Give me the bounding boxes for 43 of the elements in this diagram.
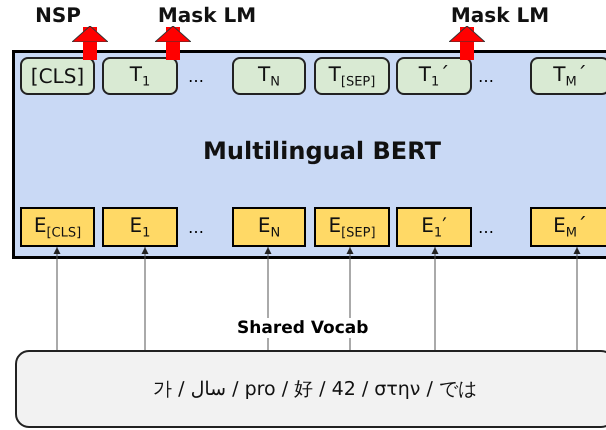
node-label: T$_{M}$´ (553, 62, 587, 90)
node-label: 가 / سال / pro / 好 / 42 / στην / では (153, 377, 477, 402)
token-box (530, 57, 606, 95)
bert-model-box (12, 50, 606, 259)
node-label: E$_{1}$′ (421, 213, 447, 241)
node-label: E$_{[SEP]}$ (328, 213, 376, 241)
output-label: Mask LM (158, 3, 256, 27)
node-label: [CLS] (30, 64, 84, 88)
embedding-box (530, 207, 606, 247)
arrow (432, 246, 438, 350)
node-label: E$_{[CLS]}$ (34, 213, 82, 241)
token-box (232, 57, 306, 95)
embedding-box (20, 207, 95, 247)
output-label: NSP (35, 3, 81, 27)
output-arrow (448, 26, 486, 60)
node-label: E$_{M}$´ (553, 213, 587, 241)
ellipsis: … (187, 67, 205, 86)
ellipsis: … (477, 218, 495, 237)
node-label: T$_{N}$ (258, 62, 280, 90)
arrow (142, 246, 148, 350)
node-label: T$_{[SEP]}$ (328, 62, 376, 90)
node-label: E$_{1}$ (130, 213, 150, 241)
output-label: Mask LM (450, 3, 550, 27)
embedding-box (396, 207, 472, 247)
embedding-box (102, 207, 178, 247)
ellipsis: … (477, 67, 495, 86)
vocab-box (15, 350, 606, 428)
token-box (102, 57, 178, 95)
model-title: Multilingual BERT (203, 136, 441, 164)
arrow (574, 246, 580, 350)
output-arrow (154, 26, 192, 60)
node-label: T$_{1}$´ (418, 62, 450, 90)
embedding-box (314, 207, 390, 247)
token-box (20, 57, 95, 95)
arrow (54, 246, 60, 350)
section-label: Shared Vocab (235, 318, 370, 338)
token-box (314, 57, 390, 95)
output-arrow (72, 26, 108, 60)
ellipsis: … (187, 218, 205, 237)
embedding-box (232, 207, 306, 247)
node-label: E$_{N}$ (258, 213, 280, 241)
token-box (396, 57, 472, 95)
node-label: T$_{1}$ (130, 62, 150, 90)
